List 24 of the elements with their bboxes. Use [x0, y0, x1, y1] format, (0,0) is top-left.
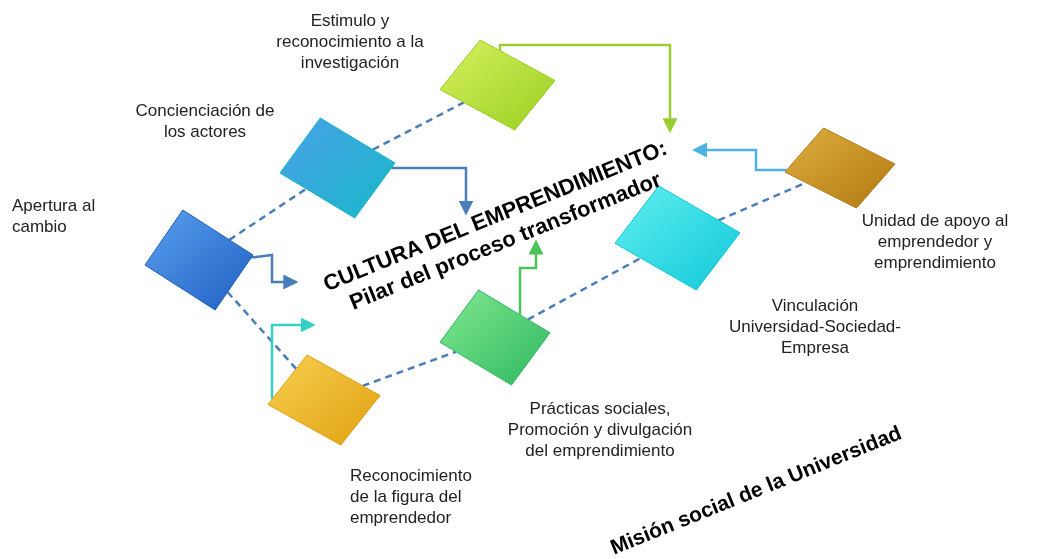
arrow [692, 142, 787, 172]
node-caption: Concienciación de los actores [134, 100, 276, 142]
diamond-shape [268, 355, 380, 445]
diamond-shape [440, 290, 550, 385]
arrow [391, 166, 474, 216]
arrow [270, 317, 316, 400]
arrow [518, 239, 544, 315]
dashed-line [226, 291, 298, 370]
node-caption: Apertura al cambio [12, 195, 97, 237]
diamond-shape [145, 210, 253, 310]
diamond-shape [440, 40, 555, 130]
node-caption: Reconocimiento de la figura del emprendedor [350, 465, 473, 528]
dashed-line [228, 187, 307, 241]
arrow [498, 43, 678, 134]
dashed-line [362, 350, 457, 388]
arrow [251, 253, 299, 290]
node-caption: Estimulo y reconocimiento a la investigación [275, 10, 425, 73]
dashed-line [527, 256, 642, 321]
node-caption: Vinculación Universidad-Sociedad-Empresa [728, 295, 902, 358]
dashed-line [372, 101, 465, 151]
node-caption: Unidad de apoyo al emprendedor y emprendimiento [860, 210, 1010, 273]
node-caption: Prácticas sociales, Promoción y divulgación del emprendimiento [506, 398, 694, 461]
diamond-shape [280, 118, 395, 218]
diamond-shape [785, 128, 895, 208]
